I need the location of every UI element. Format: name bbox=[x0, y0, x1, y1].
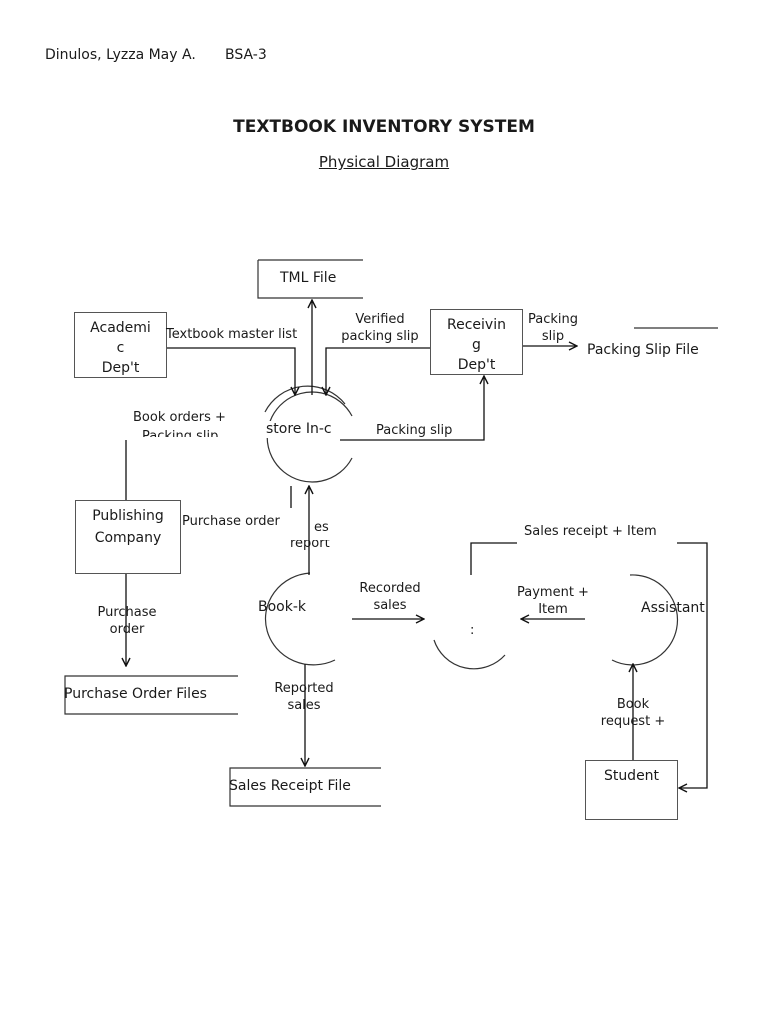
bookstore-process-top-arc bbox=[264, 385, 346, 413]
cashier-process-arc bbox=[433, 639, 506, 670]
flow-label-sales-receipt-item: Sales receipt + Item bbox=[524, 524, 657, 539]
flow-label-payment-item: Payment + Item bbox=[517, 585, 589, 617]
purchase-order-files-store: Purchase Order Files bbox=[64, 686, 207, 702]
page-title: TEXTBOOK INVENTORY SYSTEM bbox=[233, 117, 535, 137]
flow-label-book-orders-clip: Packing slip bbox=[130, 428, 248, 437]
assistant-process-label: Assistant bbox=[641, 600, 705, 616]
receiving-dept-entity: Receivin g Dep't bbox=[430, 309, 523, 375]
bookkeeper-process-circle bbox=[264, 572, 336, 666]
assistant-process-circle bbox=[611, 574, 679, 666]
flow-label-packing-slip-to-file: Packing slip bbox=[527, 312, 578, 344]
author-name: Dinulos, Lyzza May A. bbox=[45, 47, 196, 63]
tml-file-store: TML File bbox=[280, 270, 337, 286]
bookstore-process-label: store In-c bbox=[266, 421, 332, 438]
flow-label-textbook-master-list: Textbook master list bbox=[166, 327, 298, 342]
student-entity: Student bbox=[585, 760, 678, 820]
flow-label-book-request: Book request + bbox=[600, 697, 666, 729]
academic-dept-entity: Academi c Dep't bbox=[74, 312, 167, 378]
student-label: Student bbox=[603, 768, 660, 784]
purchase-order-file-lines bbox=[64, 675, 238, 715]
flow-label-verified-packing-slip: Verified packing slip bbox=[341, 312, 419, 344]
bookkeeper-process-label: Book-k bbox=[258, 599, 307, 615]
publishing-company-entity: Publishing Company bbox=[75, 500, 181, 574]
flow-label-sales-report-a: es bbox=[314, 520, 329, 535]
flow-verified-packing-slip bbox=[326, 347, 430, 395]
sales-receipt-file-lines bbox=[229, 767, 381, 807]
flow-label-sales-report-b: report bbox=[290, 540, 330, 551]
flow-label-reported-sales: Reported sales bbox=[274, 681, 334, 713]
flow-label-book-orders: Book orders + bbox=[133, 410, 226, 425]
tml-file-store-lines bbox=[257, 259, 363, 299]
page-subtitle: Physical Diagram bbox=[318, 153, 450, 171]
flow-sales-receipt-item bbox=[470, 542, 708, 788]
receiving-dept-label: Receivin g Dep't bbox=[447, 317, 506, 373]
cashier-process-label: : bbox=[470, 623, 475, 638]
flow-label-purchase-order: Purchase order bbox=[182, 514, 280, 529]
flow-label-packing-slip: Packing slip bbox=[376, 423, 453, 438]
class-section: BSA-3 bbox=[225, 47, 267, 63]
packing-slip-file-store: Packing Slip File bbox=[587, 342, 699, 358]
flow-textbook-master-list bbox=[166, 347, 295, 395]
academic-dept-label: Academi c Dep't bbox=[90, 320, 151, 376]
publishing-company-label: Publishing Company bbox=[92, 508, 164, 546]
flow-label-sales-report-clip: report bbox=[286, 540, 336, 551]
flow-packing-slip-bottom bbox=[340, 376, 484, 441]
flow-lines bbox=[126, 300, 708, 788]
flow-label-purchase-order-file: Purchase order bbox=[97, 605, 157, 637]
flow-label-book-orders-2: Packing slip bbox=[142, 429, 219, 437]
flow-label-recorded-sales: Recorded sales bbox=[359, 581, 421, 613]
sales-receipt-file-store: Sales Receipt File bbox=[229, 778, 351, 794]
